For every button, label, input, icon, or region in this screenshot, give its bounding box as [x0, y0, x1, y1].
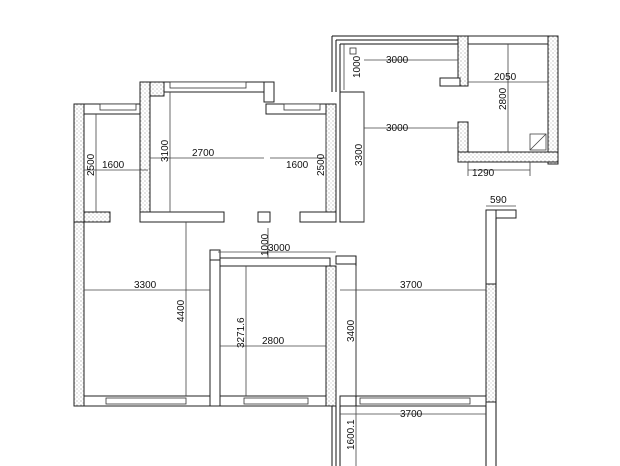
dim-entry-width: 3000: [268, 243, 291, 254]
dim-bottom-width: 3700: [400, 409, 423, 420]
dim-right-hall-height: 3400: [346, 319, 357, 342]
dim-right-room-width: 2050: [494, 72, 517, 83]
middle-small-room: [265, 103, 337, 223]
dim-living-height: 4400: [176, 299, 187, 322]
dim-right-room-bottom-width: 1290: [472, 168, 495, 179]
dim-corridor-height: 3300: [354, 143, 365, 166]
dim-living-width: 3300: [134, 280, 157, 291]
dim-corridor-width: 3000: [386, 123, 409, 134]
dim-right-room-height: 2800: [498, 87, 509, 110]
dim-mid-room-height: 2500: [316, 153, 327, 176]
bedroom: [139, 81, 275, 223]
dim-middle-room-height: 3271.6: [236, 317, 247, 348]
balcony-block: [331, 35, 559, 176]
dim-bedroom-width: 2700: [192, 148, 215, 159]
dim-bottom-height: 1600.1: [346, 419, 357, 450]
dim-top-left-room-height: 2500: [86, 153, 97, 176]
dim-top-left-room-width: 1600: [102, 160, 125, 171]
corridor: [339, 91, 365, 223]
dimension-labels: 2500 1600 3100 2700 1600 2500 3300 1000 …: [86, 55, 517, 450]
dim-entry-offset: 1000: [260, 233, 271, 256]
dim-mid-room-width: 1600: [286, 160, 309, 171]
dim-balcony-top-height: 1000: [352, 55, 363, 78]
dim-bedroom-height: 3100: [160, 139, 171, 162]
dimension-lines: [84, 44, 548, 466]
dim-balcony-top-width: 3000: [386, 55, 409, 66]
dim-right-hall-width: 3700: [400, 280, 423, 291]
dim-middle-room-width: 2800: [262, 336, 285, 347]
outer-walls: [73, 221, 357, 407]
dim-right-stub-width: 590: [490, 195, 507, 206]
right-hall: [331, 209, 517, 466]
